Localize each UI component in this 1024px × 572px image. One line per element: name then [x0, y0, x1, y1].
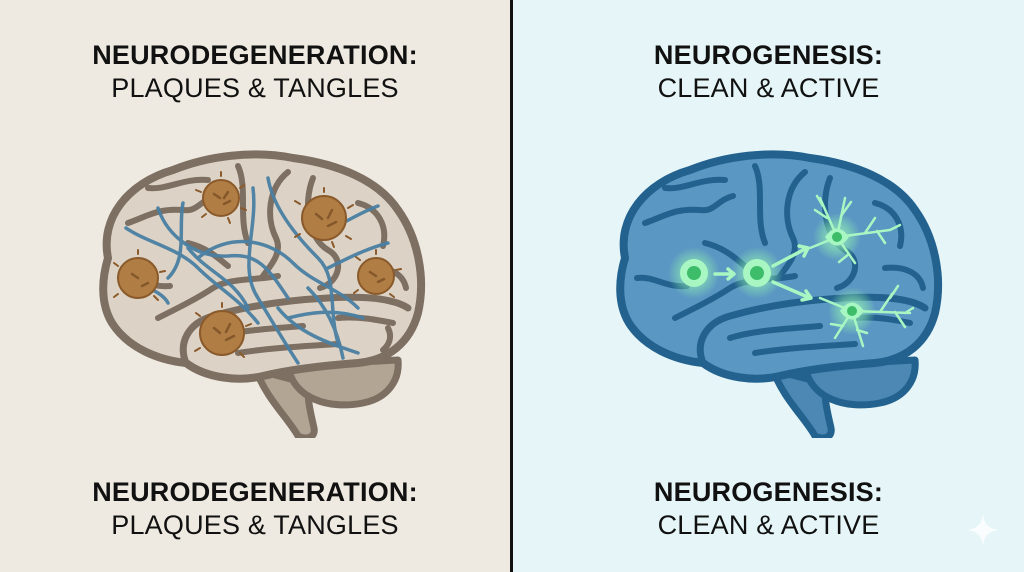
diseased-brain-illustration	[99, 150, 426, 438]
caption-subtitle: CLEAN & ACTIVE	[657, 510, 880, 540]
panel-divider	[510, 0, 513, 572]
caption-title: NEUROGENESIS:	[653, 477, 884, 507]
sparkle-icon	[967, 514, 999, 546]
top-caption-neurodegeneration: NEURODEGENERATION: PLAQUES & TANGLES	[0, 39, 510, 105]
caption-subtitle: PLAQUES & TANGLES	[111, 73, 399, 103]
neurodegeneration-panel: NEURODEGENERATION: PLAQUES & TANGLES	[0, 0, 510, 572]
caption-title: NEURODEGENERATION:	[92, 40, 418, 70]
caption-title: NEURODEGENERATION:	[92, 477, 418, 507]
healthy-brain-illustration	[616, 150, 943, 438]
caption-subtitle: CLEAN & ACTIVE	[657, 73, 880, 103]
neurogenesis-panel: NEUROGENESIS: CLEAN & ACTIVE	[513, 0, 1024, 572]
bottom-caption-neurogenesis: NEUROGENESIS: CLEAN & ACTIVE	[513, 476, 1024, 542]
top-caption-neurogenesis: NEUROGENESIS: CLEAN & ACTIVE	[513, 39, 1024, 105]
bottom-caption-neurodegeneration: NEURODEGENERATION: PLAQUES & TANGLES	[0, 476, 510, 542]
caption-subtitle: PLAQUES & TANGLES	[111, 510, 399, 540]
caption-title: NEUROGENESIS:	[653, 40, 884, 70]
